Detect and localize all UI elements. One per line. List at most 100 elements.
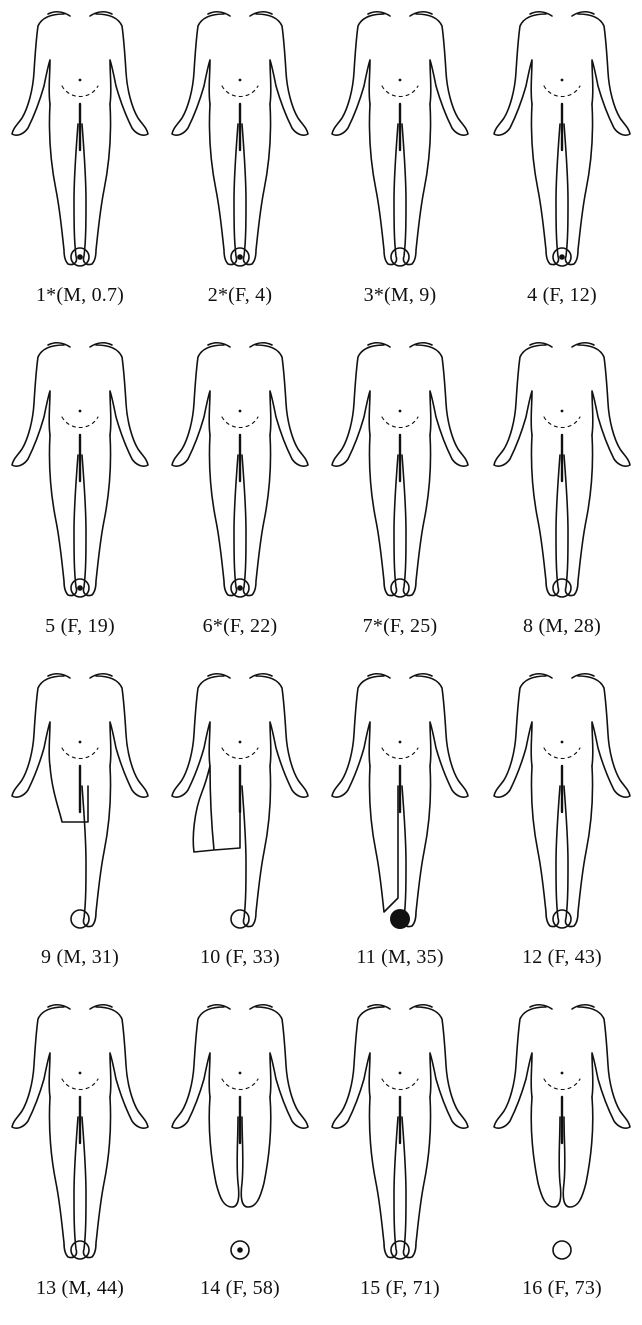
figure-cell: 12 (F, 43) bbox=[482, 662, 642, 993]
body-outline bbox=[0, 0, 160, 280]
marker-dot bbox=[71, 579, 89, 597]
pelvis-line bbox=[544, 1079, 580, 1090]
body-outline bbox=[0, 662, 160, 942]
figure-cell: 8 (M, 28) bbox=[482, 331, 642, 662]
figure-cell: 14 (F, 58) bbox=[160, 993, 320, 1324]
navel-mark bbox=[561, 410, 564, 413]
left-leg-outline bbox=[49, 104, 78, 265]
figure-cell: 3*(M, 9) bbox=[320, 0, 480, 331]
left-leg-outline bbox=[531, 104, 560, 265]
figure-cell: 10 (F, 33) bbox=[160, 662, 320, 993]
pelvis-line bbox=[222, 86, 258, 97]
figure-cell: 9 (M, 31) bbox=[0, 662, 160, 993]
pelvis-line bbox=[62, 1079, 98, 1090]
right-leg-outline bbox=[402, 435, 431, 596]
pelvis-line bbox=[544, 86, 580, 97]
figure-cell: 5 (F, 19) bbox=[0, 331, 160, 662]
left-leg-outline bbox=[369, 104, 398, 265]
left-leg-outline bbox=[531, 766, 560, 927]
right-leg-outline bbox=[564, 104, 593, 265]
figure-cell: 11 (M, 35) bbox=[320, 662, 480, 993]
left-leg-outline bbox=[531, 1097, 561, 1207]
figure-label: 10 (F, 33) bbox=[160, 946, 320, 969]
marker-dot bbox=[231, 579, 249, 597]
left-leg-outline bbox=[49, 435, 78, 596]
navel-mark bbox=[239, 741, 242, 744]
right-leg-outline bbox=[242, 104, 271, 265]
navel-mark bbox=[399, 410, 402, 413]
figure-label: 13 (M, 44) bbox=[0, 1277, 160, 1300]
body-outline bbox=[482, 0, 642, 280]
marker-open bbox=[391, 248, 409, 266]
left-leg-outline bbox=[369, 766, 398, 912]
right-leg-outline bbox=[241, 1097, 271, 1207]
marker-dot bbox=[231, 1241, 249, 1259]
right-leg-outline bbox=[563, 1097, 593, 1207]
marker-open bbox=[391, 579, 409, 597]
figure-label: 11 (M, 35) bbox=[320, 946, 480, 969]
body-outline bbox=[320, 993, 480, 1273]
right-leg-outline bbox=[402, 766, 431, 927]
marker-open bbox=[553, 1241, 571, 1259]
marker-dot bbox=[553, 248, 571, 266]
figure-label: 9 (M, 31) bbox=[0, 946, 160, 969]
left-leg-outline bbox=[209, 1097, 239, 1207]
body-outline bbox=[320, 662, 480, 942]
marker-dot bbox=[231, 248, 249, 266]
navel-mark bbox=[561, 1072, 564, 1075]
figure-label: 2*(F, 4) bbox=[160, 284, 320, 307]
body-outline bbox=[320, 331, 480, 611]
pelvis-line bbox=[544, 417, 580, 428]
navel-mark bbox=[79, 79, 82, 82]
left-leg-outline bbox=[369, 435, 398, 596]
left-leg-outline bbox=[531, 435, 560, 596]
right-leg-outline bbox=[402, 104, 431, 265]
navel-mark bbox=[79, 741, 82, 744]
marker-open bbox=[391, 1241, 409, 1259]
figure-label: 8 (M, 28) bbox=[482, 615, 642, 638]
figure-label: 1*(M, 0.7) bbox=[0, 284, 160, 307]
navel-mark bbox=[239, 79, 242, 82]
marker-open bbox=[71, 910, 89, 928]
right-leg-outline bbox=[242, 766, 271, 927]
navel-mark bbox=[561, 79, 564, 82]
body-outline bbox=[320, 0, 480, 280]
navel-mark bbox=[239, 410, 242, 413]
pelvis-line bbox=[222, 1079, 258, 1090]
marker-open bbox=[553, 579, 571, 597]
figure-label: 3*(M, 9) bbox=[320, 284, 480, 307]
right-leg-outline bbox=[82, 435, 111, 596]
figure-label: 7*(F, 25) bbox=[320, 615, 480, 638]
marker-filled bbox=[390, 909, 410, 929]
navel-mark bbox=[561, 741, 564, 744]
navel-mark bbox=[399, 1072, 402, 1075]
pelvis-line bbox=[62, 86, 98, 97]
body-outline bbox=[160, 662, 320, 942]
body-outline bbox=[482, 662, 642, 942]
pelvis-line bbox=[222, 748, 258, 759]
right-leg-outline bbox=[82, 104, 111, 265]
body-outline bbox=[482, 993, 642, 1273]
left-leg-outline bbox=[193, 766, 240, 852]
figure-cell: 15 (F, 71) bbox=[320, 993, 480, 1324]
pelvis-line bbox=[382, 86, 418, 97]
right-leg-outline bbox=[402, 1097, 431, 1258]
pelvis-line bbox=[544, 748, 580, 759]
body-outline bbox=[0, 331, 160, 611]
figure-cell: 16 (F, 73) bbox=[482, 993, 642, 1324]
marker-open bbox=[71, 1241, 89, 1259]
figure-label: 14 (F, 58) bbox=[160, 1277, 320, 1300]
figure-cell: 13 (M, 44) bbox=[0, 993, 160, 1324]
body-outline bbox=[160, 331, 320, 611]
right-leg-outline bbox=[564, 435, 593, 596]
figure-label: 4 (F, 12) bbox=[482, 284, 642, 307]
figure-label: 5 (F, 19) bbox=[0, 615, 160, 638]
pelvis-line bbox=[382, 1079, 418, 1090]
figure-cell: 4 (F, 12) bbox=[482, 0, 642, 331]
marker-open bbox=[553, 910, 571, 928]
navel-mark bbox=[79, 1072, 82, 1075]
navel-mark bbox=[239, 1072, 242, 1075]
navel-mark bbox=[399, 79, 402, 82]
left-leg-outline bbox=[209, 435, 238, 596]
figure-label: 16 (F, 73) bbox=[482, 1277, 642, 1300]
